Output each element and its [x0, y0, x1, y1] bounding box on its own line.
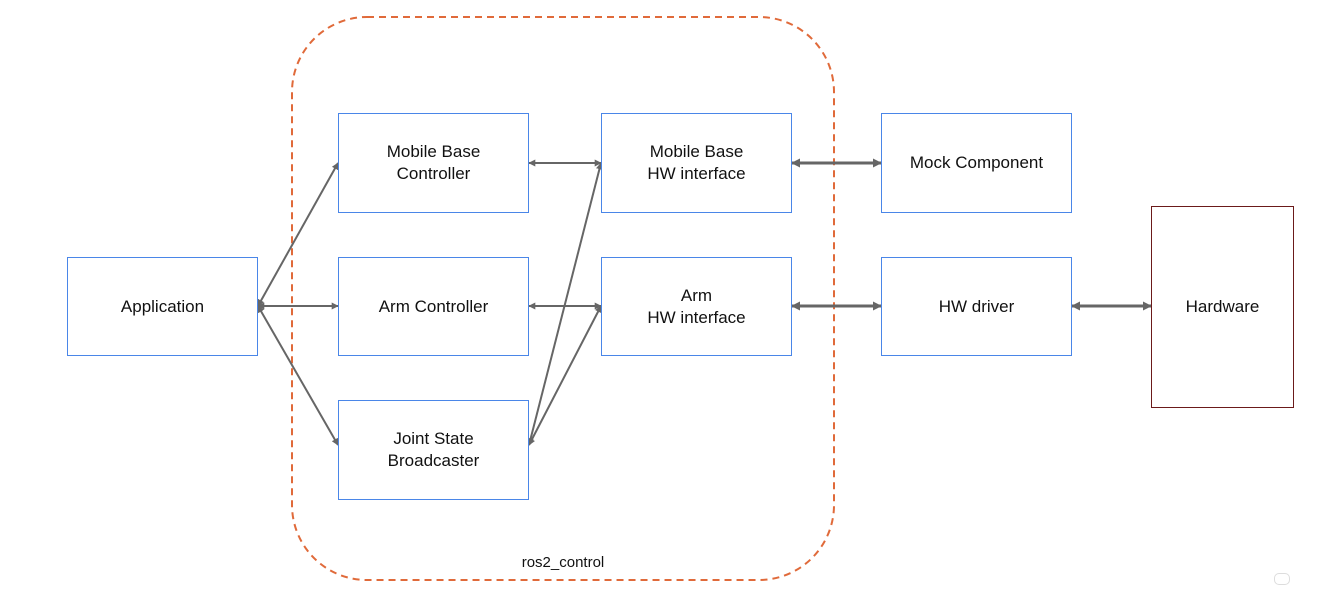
mobile-base-hw-interface-node: Mobile Base HW interface [601, 113, 792, 213]
edge-application-mobile-base-controller [257, 162, 339, 307]
arm-controller-node: Arm Controller [338, 257, 529, 356]
application-node: Application [67, 257, 258, 356]
mobile-base-controller-node: Mobile Base Controller [338, 113, 529, 213]
ros2-control-group-label: ros2_control [521, 554, 605, 571]
joint-state-broadcaster-node: Joint State Broadcaster [338, 400, 529, 500]
edge-application-joint-state-broadcaster [257, 305, 339, 446]
watermark-mark [1274, 573, 1290, 585]
edge-joint-state-broadcaster-arm-hw-interface [528, 305, 602, 446]
mock-component-node: Mock Component [881, 113, 1072, 213]
hw-driver-node: HW driver [881, 257, 1072, 356]
edge-joint-state-broadcaster-mobile-base-hw-interface [527, 162, 603, 446]
arm-hw-interface-node: Arm HW interface [601, 257, 792, 356]
hardware-node: Hardware [1151, 206, 1294, 408]
